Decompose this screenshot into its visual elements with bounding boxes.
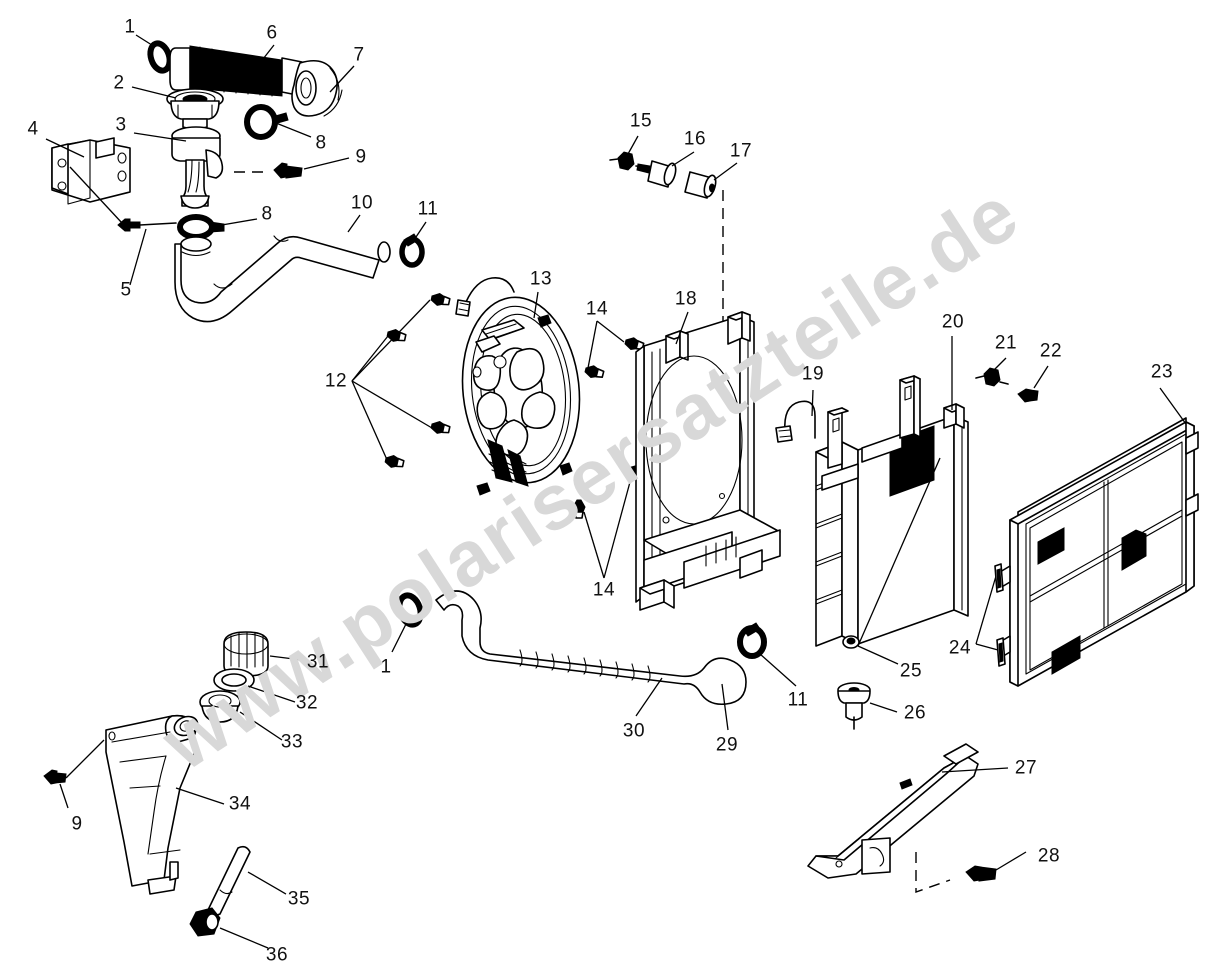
callout-22: 22 bbox=[1039, 340, 1063, 362]
part-35-vent-tube bbox=[207, 845, 287, 917]
callout-6: 6 bbox=[266, 22, 278, 44]
part-36-tube-clip bbox=[189, 907, 269, 949]
callout-20: 20 bbox=[941, 311, 965, 333]
callout-9b: 9 bbox=[71, 813, 83, 835]
callout-15: 15 bbox=[629, 110, 653, 132]
callout-19: 19 bbox=[801, 363, 825, 385]
callout-8b: 8 bbox=[261, 203, 273, 225]
callout-28: 28 bbox=[1037, 845, 1061, 867]
callout-24: 24 bbox=[948, 637, 972, 659]
part-11a-hose-clamp bbox=[399, 221, 427, 268]
part-10-lower-hose bbox=[174, 214, 391, 323]
callout-1: 1 bbox=[124, 16, 136, 38]
part-28-screw bbox=[965, 851, 1027, 882]
callout-21: 21 bbox=[994, 332, 1018, 354]
callout-23: 23 bbox=[1150, 361, 1174, 383]
part-24-retaining-clips bbox=[975, 563, 1006, 667]
part-26-rubber-mount bbox=[837, 682, 898, 730]
part-8b-hose-clamp bbox=[177, 214, 258, 240]
callout-13: 13 bbox=[529, 268, 553, 290]
callout-34: 34 bbox=[228, 793, 252, 815]
callout-30: 30 bbox=[622, 720, 646, 742]
part-31-bottle-cap bbox=[223, 631, 303, 677]
part-12-clips bbox=[351, 291, 452, 471]
callout-36: 36 bbox=[265, 944, 289, 966]
part-34-overflow-bottle bbox=[105, 714, 225, 895]
callout-27: 27 bbox=[1014, 757, 1038, 779]
part-20-radiator bbox=[815, 336, 969, 665]
part-6-upper-hose bbox=[169, 44, 303, 97]
callout-3: 3 bbox=[115, 114, 127, 136]
callout-7: 7 bbox=[353, 44, 365, 66]
part-14-clips bbox=[572, 320, 648, 579]
part-11b-hose-clamp bbox=[737, 622, 797, 687]
part-23-grille-screen bbox=[999, 387, 1199, 687]
part-32-gasket bbox=[213, 668, 296, 703]
part-2-radiator-cap bbox=[131, 86, 224, 130]
part-18-fan-shroud bbox=[635, 311, 781, 611]
part-4-mounting-bracket bbox=[45, 137, 131, 205]
part-5-screw bbox=[69, 166, 177, 286]
part-33-filler-neck bbox=[199, 690, 283, 741]
callout-10: 10 bbox=[350, 192, 374, 214]
part-21-nut bbox=[975, 357, 1009, 387]
callout-1b: 1 bbox=[380, 656, 392, 678]
callout-35: 35 bbox=[287, 888, 311, 910]
part-22-screw bbox=[1017, 365, 1049, 403]
callout-12: 12 bbox=[324, 370, 348, 392]
callout-11a: 11 bbox=[417, 198, 439, 220]
part-9b-screw bbox=[43, 739, 105, 809]
part-13-cooling-fan bbox=[455, 276, 581, 496]
part-16-spacer bbox=[636, 151, 695, 188]
part-1b-hose-clamp bbox=[391, 592, 424, 653]
callout-4: 4 bbox=[27, 118, 39, 140]
callout-33: 33 bbox=[280, 731, 304, 753]
part-3-thermostat-housing bbox=[133, 126, 224, 209]
callout-29: 29 bbox=[715, 734, 739, 756]
part-19-sensor-lead bbox=[775, 389, 816, 443]
callout-11b: 11 bbox=[787, 689, 809, 711]
callout-17: 17 bbox=[729, 140, 753, 162]
callout-16: 16 bbox=[683, 128, 707, 150]
callout-14b: 14 bbox=[592, 579, 616, 601]
callout-18: 18 bbox=[674, 288, 698, 310]
callout-5: 5 bbox=[120, 279, 132, 301]
part-27-support-bracket bbox=[807, 743, 1009, 893]
callout-2: 2 bbox=[113, 72, 125, 94]
part-9a-screw bbox=[234, 157, 350, 179]
callout-14a: 14 bbox=[585, 298, 609, 320]
callout-9a: 9 bbox=[355, 146, 367, 168]
part-7-hose-elbow bbox=[291, 59, 355, 117]
callout-8a: 8 bbox=[315, 132, 327, 154]
part-30-lower-hose bbox=[435, 590, 747, 731]
callout-26: 26 bbox=[903, 702, 927, 724]
part-1-hose-clamp bbox=[135, 34, 173, 74]
part-17-bushing bbox=[684, 162, 738, 330]
callout-31: 31 bbox=[306, 651, 330, 673]
part-8a-hose-clamp bbox=[244, 104, 312, 140]
callout-32: 32 bbox=[295, 692, 319, 714]
callout-25: 25 bbox=[899, 660, 923, 682]
